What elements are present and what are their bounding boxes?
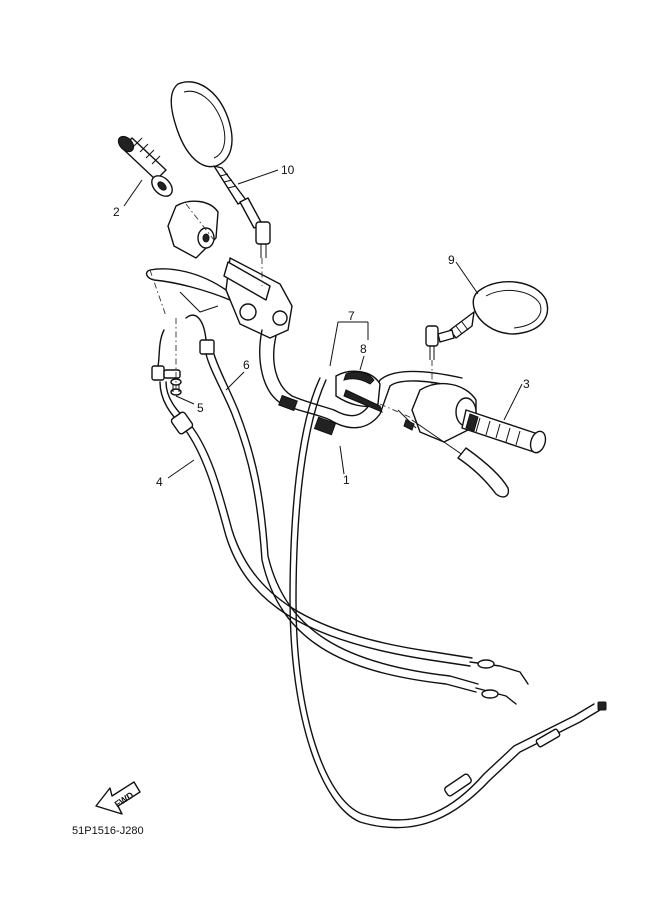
leader-lines <box>123 169 523 479</box>
callout-1: 1 <box>343 473 350 487</box>
callout-5: 5 <box>197 401 204 415</box>
right-mirror-part-9 <box>425 281 549 360</box>
callout-6: 6 <box>243 358 250 372</box>
callout-2: 2 <box>113 205 120 219</box>
brace-cover-part-8 <box>335 370 383 413</box>
forward-direction-arrow-icon: FWD <box>95 781 141 815</box>
callout-3: 3 <box>523 377 530 391</box>
drawing-code: 51P1516-J280 <box>72 825 144 837</box>
left-switch-assembly <box>145 200 293 339</box>
callout-labels: 1 2 3 4 5 6 7 8 9 10 <box>113 163 530 489</box>
right-grip-part-3 <box>461 409 547 454</box>
assembly-centerlines <box>149 203 433 419</box>
callout-4: 4 <box>156 475 163 489</box>
callout-9: 9 <box>448 253 455 267</box>
callout-7: 7 <box>348 309 355 323</box>
callout-10: 10 <box>281 163 295 177</box>
switch-wires <box>151 314 215 381</box>
left-grip-part-2 <box>117 135 173 197</box>
handlebar-part-1 <box>259 329 463 436</box>
right-switch-assembly <box>397 383 510 498</box>
cables <box>159 353 607 829</box>
left-mirror-part-10 <box>170 81 271 258</box>
callout-8: 8 <box>360 342 367 356</box>
